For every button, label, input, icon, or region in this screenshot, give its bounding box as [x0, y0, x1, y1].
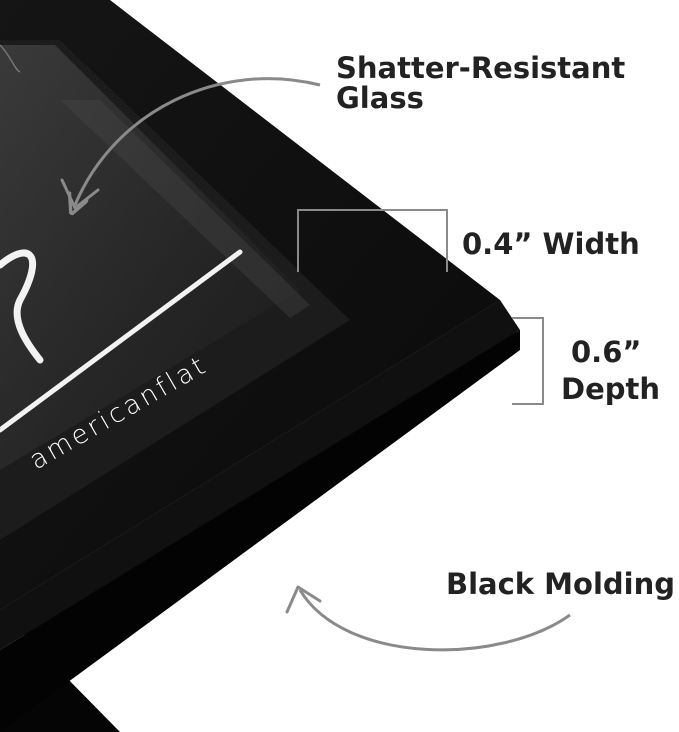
width-callout: 0.4” Width	[462, 227, 640, 261]
width-bracket	[297, 209, 448, 272]
frame-depth-band	[0, 330, 520, 732]
bracket-icon	[512, 317, 544, 405]
curved-arrow-icon	[285, 585, 322, 614]
glass-pane	[0, 45, 300, 470]
curved-arrow-icon	[60, 178, 100, 210]
glass-reflection	[60, 100, 310, 318]
depth-bracket	[512, 317, 544, 405]
bracket-icon	[297, 209, 448, 272]
frame-bottom-edge	[0, 300, 520, 650]
glass-corner-curve	[0, 44, 21, 73]
depth-callout-line1: 0.6”	[571, 335, 641, 369]
depth-callout-line2: Depth	[561, 372, 660, 406]
molding-callout: Black Molding	[446, 567, 675, 601]
artwork-glyph	[0, 249, 44, 364]
molding-callout-arrow	[298, 589, 571, 652]
glass-callout-line1: Shatter-Resistant	[336, 51, 625, 85]
artwork-line	[0, 249, 243, 433]
glass-callout-arrow	[75, 77, 321, 205]
glass-callout-line2: Glass	[336, 81, 424, 115]
